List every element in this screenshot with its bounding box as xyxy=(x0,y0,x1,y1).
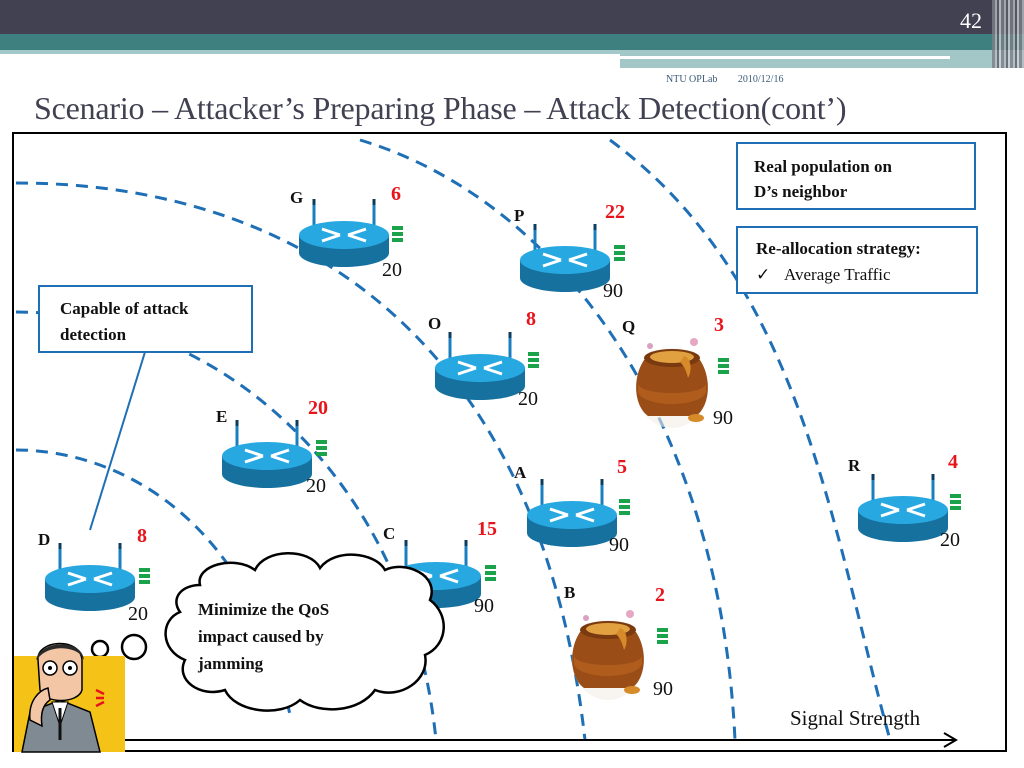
node-label-A: A xyxy=(514,463,527,482)
node-label-C: C xyxy=(383,524,396,543)
header-teal-line xyxy=(0,50,1024,54)
slide-date: 2010/12/16 xyxy=(737,74,784,85)
thought-bubble-large xyxy=(120,633,148,661)
population-E: 20 xyxy=(308,397,328,419)
queue-icon-G xyxy=(392,226,403,242)
node-G xyxy=(297,197,391,269)
node-R xyxy=(856,472,950,544)
population-G: 6 xyxy=(391,183,401,205)
thought-cloud xyxy=(164,552,445,712)
node-D xyxy=(43,541,137,613)
node-E xyxy=(220,418,314,490)
node-label-P: P xyxy=(514,206,525,225)
node-label-O: O xyxy=(428,314,442,333)
diagram-frame xyxy=(12,132,1007,752)
capacity-O: 20 xyxy=(518,388,538,410)
reallocation-callout: Re-allocation strategy: ✓ Average Traffic xyxy=(736,226,978,294)
capable-connector xyxy=(89,351,146,531)
header-stripes xyxy=(992,0,1024,68)
node-B-honeypot xyxy=(572,610,644,700)
zone-arc-3 xyxy=(15,181,587,741)
queue-icon-A xyxy=(619,499,630,515)
check-icon: ✓ xyxy=(756,265,771,284)
capacity-P: 90 xyxy=(603,280,623,302)
capable-detection-callout: Capable of attack detection xyxy=(38,285,253,353)
real-population-line2: D’s neighbor xyxy=(754,182,848,201)
signal-axis-arrowhead xyxy=(943,732,958,748)
real-population-callout: Real population on D’s neighbor xyxy=(736,142,976,210)
queue-icon-P xyxy=(614,245,625,261)
capacity-R: 20 xyxy=(940,529,960,551)
slide-org: NTU OPLab xyxy=(666,74,718,85)
thought-line1: Minimize the QoS xyxy=(198,600,330,619)
node-label-R: R xyxy=(848,456,861,475)
node-label-B: B xyxy=(564,583,576,602)
capacity-G: 20 xyxy=(382,259,402,281)
node-label-G: G xyxy=(290,188,304,207)
population-D: 8 xyxy=(137,525,147,547)
queue-icon-O xyxy=(528,352,539,368)
queue-icon-E xyxy=(316,440,327,456)
thinking-person-icon xyxy=(14,642,125,753)
capacity-C: 90 xyxy=(474,595,494,617)
zone-arc-1 xyxy=(15,448,292,716)
node-O xyxy=(433,330,527,402)
population-R: 4 xyxy=(948,451,958,473)
node-A xyxy=(525,477,619,549)
queue-icon-C xyxy=(485,565,496,581)
population-A: 5 xyxy=(617,456,627,478)
node-label-Q: Q xyxy=(622,317,636,336)
thought-line2: impact caused by xyxy=(198,627,324,646)
thought-bubble-small xyxy=(90,639,110,659)
header-bar xyxy=(0,0,1024,34)
population-O: 8 xyxy=(526,308,536,330)
header-white-line xyxy=(620,56,950,59)
node-label-D: D xyxy=(38,530,51,549)
header-teal-block xyxy=(620,50,1024,68)
signal-strength-label: Signal Strength xyxy=(790,706,921,730)
thought-text: Minimize the QoS impact caused by jammin… xyxy=(198,596,418,677)
slide-title: Scenario – Attacker’s Preparing Phase – … xyxy=(34,90,847,126)
slide-info: NTU OPLab 2010/12/16 xyxy=(666,74,801,85)
capacity-Q: 90 xyxy=(713,407,733,429)
capacity-B: 90 xyxy=(653,678,673,700)
capacity-D: 20 xyxy=(128,603,148,625)
real-population-line1: Real population on xyxy=(754,157,892,176)
population-Q: 3 xyxy=(714,314,724,336)
queue-icon-Q xyxy=(718,358,729,374)
zone-arc-4 xyxy=(359,138,737,741)
node-label-E: E xyxy=(216,407,228,426)
queue-icon-B xyxy=(657,628,668,644)
population-C: 15 xyxy=(477,518,497,540)
population-P: 22 xyxy=(605,201,625,223)
queue-icon-D xyxy=(139,568,150,584)
population-B: 2 xyxy=(655,584,665,606)
slide-number: 42 xyxy=(960,8,982,33)
node-P xyxy=(518,222,612,294)
capacity-A: 90 xyxy=(609,534,629,556)
capacity-E: 20 xyxy=(306,475,326,497)
thought-line3: jamming xyxy=(198,654,264,673)
capable-line1: Capable of attack xyxy=(60,299,189,318)
node-Q-honeypot xyxy=(636,338,708,428)
reallocation-title: Re-allocation strategy: xyxy=(756,239,921,258)
queue-icon-R xyxy=(950,494,961,510)
reallocation-item: Average Traffic xyxy=(784,265,891,284)
capable-line2: detection xyxy=(60,325,127,344)
header-teal-band xyxy=(0,34,1024,50)
